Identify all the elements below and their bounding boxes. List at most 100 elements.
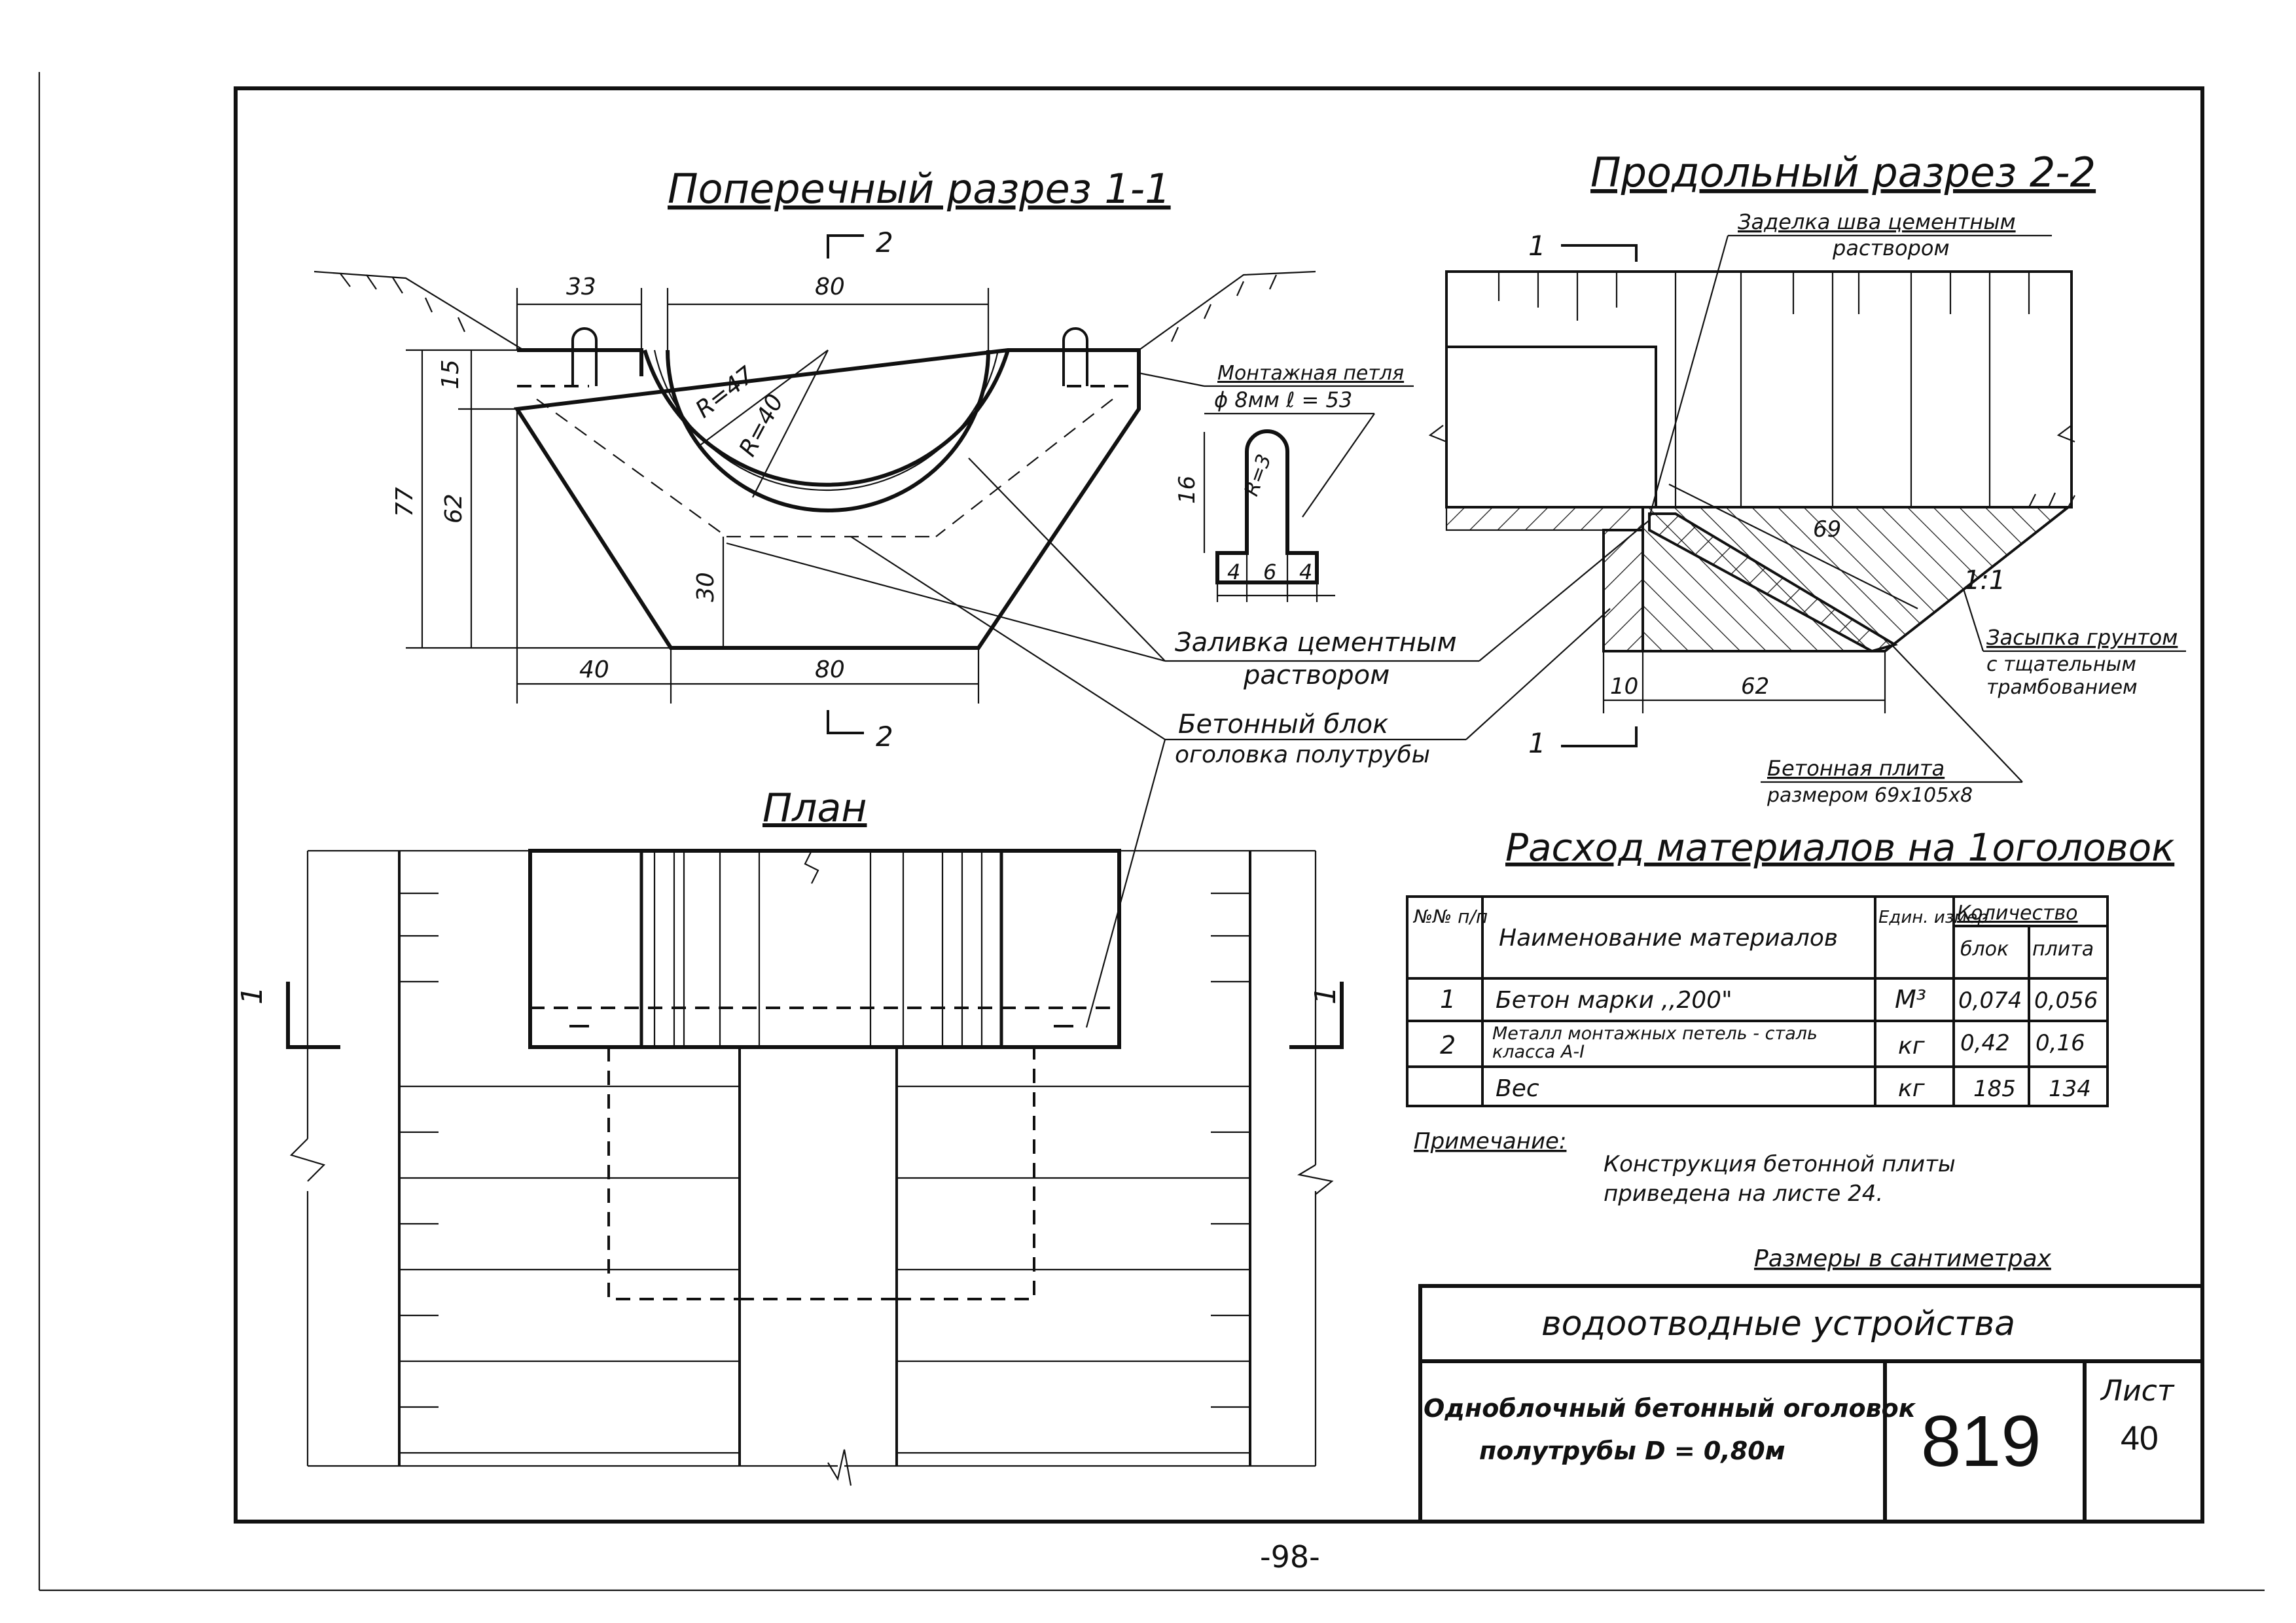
radius-line-40 [752,349,829,498]
stamp-number: 819 [1921,1401,2041,1482]
stamp-sheet-label: Лист [2100,1374,2175,1408]
trough-mid [653,349,999,491]
loop-label-line1: Монтажная петля [1217,362,1404,385]
slab-leader [1891,644,2023,783]
plan-title: План [762,785,867,831]
row1-name: Бетон марки ,,200" [1496,987,1732,1014]
row3-name: Вес [1496,1075,1539,1102]
block-leader-long [1465,608,1611,740]
backfill-line2: с тщательным [1986,653,2136,676]
dim-80-bottom-label: 80 [815,656,845,683]
cut-mark-2-bottom [827,710,864,734]
units-note: Размеры в сантиметрах [1754,1245,2052,1272]
dim-40-label: 40 [579,656,609,683]
hdr-name: Наименование материалов [1499,925,1838,952]
title-block: водоотводные устройства Одноблочный бето… [1418,1284,2204,1524]
note-line1: Конструкция бетонной плиты [1604,1151,1956,1177]
seam-leader [1648,235,1729,518]
block-label-line1: Бетонный блок [1178,709,1388,740]
hdr-qty: Количество [1957,902,2078,925]
hdr-unit: Един. измер. [1878,908,1994,927]
dim-33-label: 33 [566,274,596,300]
hdr-block: блок [1960,938,2009,961]
cut-mark-2-bottom-label: 2 [876,721,893,753]
seam-label-line2: раствором [1832,236,1950,260]
grout-leader-right [1479,520,1650,662]
block-label-line2: оголовка полутрубы [1175,741,1430,768]
plan-view: План [236,785,1344,1486]
dim-77-label: 77 [391,487,418,517]
dim-30-label: 30 [692,572,719,602]
row2-name: Металл монтажных петель - сталь класса А… [1492,1024,1818,1062]
loop-leader-cross [1138,372,1205,387]
cut-mark-1-bottom [1561,726,1638,747]
row1-block: 0,074 [1958,988,2022,1014]
long-section-title: Продольный разрез 2-2 [1590,149,2096,196]
cut-mark-1-top-label: 1 [1528,230,1546,262]
stamp-sheet-num: 40 [2121,1419,2159,1457]
hdr-slab: плита [2032,938,2094,961]
head-block-stub [1445,346,1657,508]
grout-label-line1: Заливка цементным [1175,628,1457,658]
radius-40-label: R=40 [734,390,789,461]
row2-block: 0,42 [1960,1030,2010,1056]
seam-label-line1: Заделка шва цементным [1738,209,2016,234]
sloped-slab [1648,512,1898,653]
stamp-title: водоотводные устройства [1541,1304,2015,1344]
dim-62-label: 62 [440,493,467,524]
row1-slab: 0,056 [2034,988,2098,1014]
row3-unit: кг [1898,1075,1926,1102]
cut-mark-1-top [1561,244,1638,262]
radius-line-47 [700,349,829,446]
stamp-desc-line1: Одноблочный бетонный оголовок [1424,1394,1916,1423]
row1-num: 1 [1440,985,1456,1014]
ground-slope-right [1138,270,1316,351]
loop-leader-detail [1302,413,1375,518]
dim-15-label: 15 [437,359,464,389]
backfill-line3: трамбованием [1986,676,2138,699]
dim-69-line [1668,484,1918,609]
row3-block: 185 [1973,1076,2016,1102]
table-frame [1406,895,2109,1107]
loop-dim-b: 6 [1263,560,1276,584]
hdr-num: №№ п/п [1412,906,1488,927]
plan-cut-mark-left-label: 1 [236,986,269,1005]
stamp-desc-line2: полутрубы D = 0,80м [1479,1436,1785,1465]
vertical-wall [1602,529,1644,652]
slab-label-line2: размером 69x105x8 [1767,784,1973,807]
slab-dash-inner [536,399,1113,538]
cut-mark-2-top [827,234,864,259]
block-leader-cross [850,536,1166,740]
dim-69-label: 69 [1813,516,1841,543]
cross-section-1-1: Поперечный разрез 1-1 2 2 R=47 R=40 33 [314,165,1316,753]
plan-head-block [528,849,1121,1049]
materials-title: Расход материалов на 1оголовок [1505,825,2174,870]
callouts: Заливка цементным раствором Бетонный бло… [726,457,1650,1028]
ground-hatch-left [340,273,466,332]
plan-cut-mark-right-label: 1 [1309,986,1342,1005]
row2-slab: 0,16 [2036,1030,2085,1056]
row2-num: 2 [1440,1031,1456,1060]
grout-label-line2: раствором [1243,660,1390,690]
plan-cut-mark-left [286,982,340,1049]
radius-47-label: R=47 [691,362,759,424]
trough-inner [666,349,990,512]
row3-slab: 134 [2049,1076,2091,1102]
plan-cut-mark-right [1289,982,1344,1049]
note-line2: приведена на листе 24. [1604,1181,1883,1207]
cut-mark-2-top-label: 2 [876,226,893,259]
grout-leader-mid [968,457,1166,662]
lifting-loop-right [1062,327,1088,386]
ground-hatch-right [1170,274,1278,342]
row2-unit: кг [1898,1033,1926,1060]
note-label: Примечание: [1414,1128,1566,1154]
loop-label-line2: ϕ 8мм ℓ = 53 [1214,387,1352,412]
plan-trough-lines [639,851,1003,1047]
slab-label-line1: Бетонная плита [1767,756,1945,781]
slab-strip [1445,506,1644,531]
longitudinal-section-2-2: Продольный разрез 2-2 1 1 [1428,149,2186,807]
row1-unit: М³ [1895,985,1926,1014]
page-number: -98- [1260,1539,1320,1575]
slope-label: 1:1 [1964,565,2005,596]
ground-slope-left [314,270,524,351]
